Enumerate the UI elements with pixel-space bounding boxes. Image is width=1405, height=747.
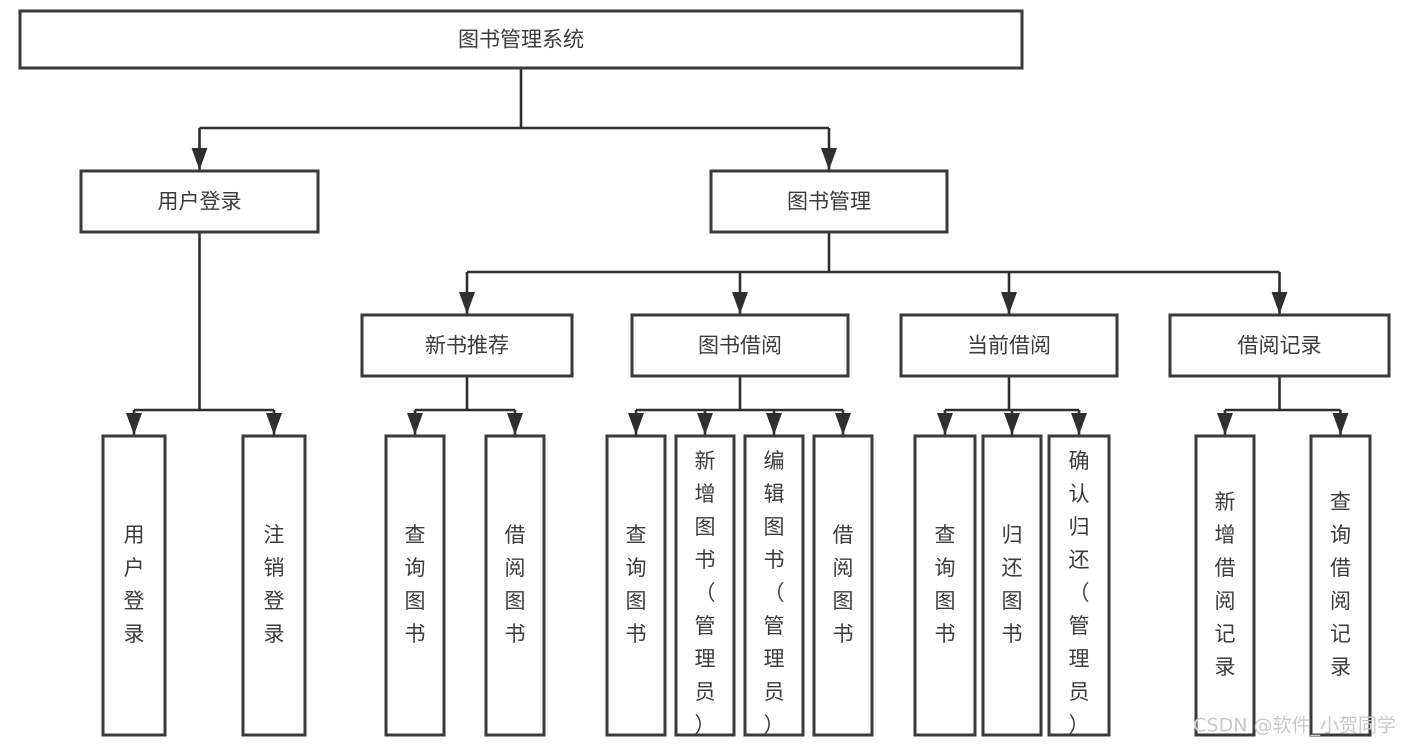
- node-box: [709, 169, 949, 234]
- node-box: [743, 434, 805, 737]
- node-label: 确认归还（管理员）: [1069, 449, 1090, 737]
- arrowhead-icon: [407, 413, 423, 435]
- node-leaf-return-book[interactable]: 归还图书: [981, 434, 1043, 737]
- arrowhead-icon: [1071, 413, 1087, 435]
- node-label: 查询图书: [405, 523, 426, 646]
- node-leaf-add-record[interactable]: 新增借阅记录: [1194, 434, 1256, 737]
- node-label: 查询图书: [935, 523, 956, 646]
- node-user-login[interactable]: 用户登录: [79, 169, 320, 234]
- node-leaf-query-book-cur[interactable]: 查询图书: [913, 434, 977, 737]
- node-label: 新增借阅记录: [1215, 490, 1236, 679]
- node-layer: 图书管理系统用户登录图书管理新书推荐图书借阅当前借阅借阅记录用户登录注销登录查询…: [18, 9, 1391, 737]
- node-box: [101, 434, 167, 737]
- node-box: [1047, 434, 1111, 737]
- node-box: [241, 434, 307, 737]
- arrowhead-icon: [1001, 292, 1017, 314]
- node-root[interactable]: 图书管理系统: [18, 9, 1024, 70]
- arrowhead-icon: [732, 292, 748, 314]
- node-label: 借阅图书: [505, 523, 526, 646]
- node-book-manage[interactable]: 图书管理: [709, 169, 949, 234]
- connector-layer: [126, 68, 1349, 435]
- csdn-watermark: CSDN @软件_小贺同学: [1193, 715, 1396, 737]
- node-box: [18, 9, 1024, 70]
- node-label: 查询图书: [626, 523, 647, 646]
- arrowhead-icon: [766, 413, 782, 435]
- node-borrow-record[interactable]: 借阅记录: [1168, 313, 1391, 378]
- node-label: 注销登录: [264, 523, 285, 646]
- arrowhead-icon: [191, 148, 208, 170]
- node-box: [899, 313, 1119, 378]
- node-label: 当前借阅: [967, 334, 1051, 358]
- node-leaf-borrow-book[interactable]: 借阅图书: [812, 434, 874, 737]
- node-label: 图书管理系统: [458, 28, 584, 52]
- node-box: [812, 434, 874, 737]
- node-leaf-query-record[interactable]: 查询借阅记录: [1309, 434, 1372, 737]
- node-box: [1194, 434, 1256, 737]
- node-label: 新增图书（管理员）: [695, 449, 716, 737]
- node-leaf-edit-book[interactable]: 编辑图书（管理员）: [743, 434, 805, 737]
- node-label: 图书管理: [787, 190, 871, 214]
- arrowhead-icon: [507, 413, 523, 435]
- node-current-borrow[interactable]: 当前借阅: [899, 313, 1119, 378]
- node-box: [605, 434, 667, 737]
- node-label: 归还图书: [1002, 523, 1023, 646]
- node-leaf-borrow-book-rec[interactable]: 借阅图书: [484, 434, 546, 737]
- node-leaf-add-book[interactable]: 新增图书（管理员）: [674, 434, 736, 737]
- arrowhead-icon: [1217, 413, 1233, 435]
- node-leaf-query-book[interactable]: 查询图书: [605, 434, 667, 737]
- arrowhead-icon: [1004, 413, 1020, 435]
- arrowhead-icon: [1271, 292, 1288, 314]
- arrowhead-icon: [126, 413, 142, 435]
- node-label: 借阅记录: [1238, 334, 1322, 358]
- node-leaf-user-login[interactable]: 用户登录: [101, 434, 167, 737]
- node-label: 新书推荐: [425, 334, 509, 358]
- arrowhead-icon: [937, 413, 953, 435]
- node-label: 编辑图书（管理员）: [764, 449, 785, 737]
- node-box: [1168, 313, 1391, 378]
- node-box: [79, 169, 320, 234]
- arrowhead-icon: [821, 148, 837, 170]
- node-label: 用户登录: [124, 523, 145, 646]
- arrowhead-icon: [697, 413, 713, 435]
- node-leaf-confirm-return[interactable]: 确认归还（管理员）: [1047, 434, 1111, 737]
- node-box: [484, 434, 546, 737]
- node-book-borrow[interactable]: 图书借阅: [630, 313, 850, 378]
- node-box: [981, 434, 1043, 737]
- arrowhead-icon: [266, 413, 282, 435]
- node-label: 借阅图书: [833, 523, 854, 646]
- node-box: [674, 434, 736, 737]
- node-box: [384, 434, 446, 737]
- node-box: [913, 434, 977, 737]
- node-leaf-query-book-rec[interactable]: 查询图书: [384, 434, 446, 737]
- arrowhead-icon: [1332, 413, 1349, 435]
- node-box: [1309, 434, 1372, 737]
- node-leaf-user-logout[interactable]: 注销登录: [241, 434, 307, 737]
- node-new-book-recommend[interactable]: 新书推荐: [360, 313, 574, 378]
- node-label: 查询借阅记录: [1330, 490, 1351, 679]
- arrowhead-icon: [628, 413, 644, 435]
- arrowhead-icon: [835, 413, 851, 435]
- arrowhead-icon: [459, 292, 475, 314]
- node-label: 用户登录: [158, 190, 242, 214]
- node-box: [360, 313, 574, 378]
- node-box: [630, 313, 850, 378]
- node-label: 图书借阅: [698, 334, 782, 358]
